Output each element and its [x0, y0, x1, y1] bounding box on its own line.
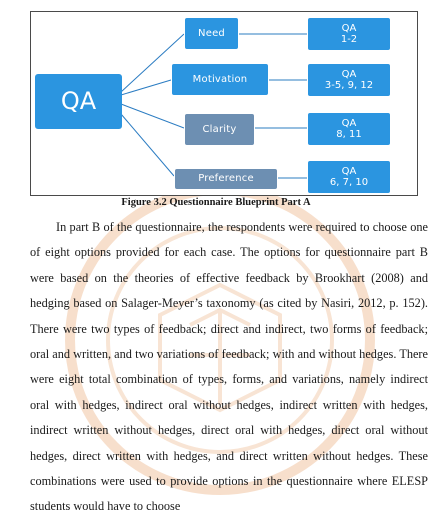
qa-label: QA [341, 22, 357, 34]
connector-lines [120, 33, 307, 179]
qa-label: QA [341, 117, 357, 129]
node-preference: Preference [174, 168, 278, 190]
node-qa-motivation: QA 3-5, 9, 12 [307, 63, 391, 97]
qa-items: 3-5, 9, 12 [324, 80, 374, 91]
qa-label: QA [341, 68, 357, 80]
node-clarity: Clarity [184, 113, 255, 146]
qa-items: 6, 7, 10 [329, 177, 369, 188]
questionnaire-blueprint-diagram: QA Need Motivation Clarity Preference QA… [30, 11, 418, 196]
node-qa-preference: QA 6, 7, 10 [307, 160, 391, 194]
node-qa-clarity: QA 8, 11 [307, 112, 391, 146]
body-paragraph: In part B of the questionnaire, the resp… [30, 220, 428, 514]
figure-caption: Figure 3.2 Questionnaire Blueprint Part … [121, 197, 311, 208]
node-motivation: Motivation [171, 63, 269, 96]
node-qa-need: QA 1-2 [307, 17, 391, 51]
node-need: Need [184, 17, 239, 50]
qa-items: 8, 11 [336, 129, 362, 140]
root-node-qa: QA [35, 74, 122, 129]
qa-items: 1-2 [340, 34, 358, 45]
qa-label: QA [341, 165, 357, 177]
